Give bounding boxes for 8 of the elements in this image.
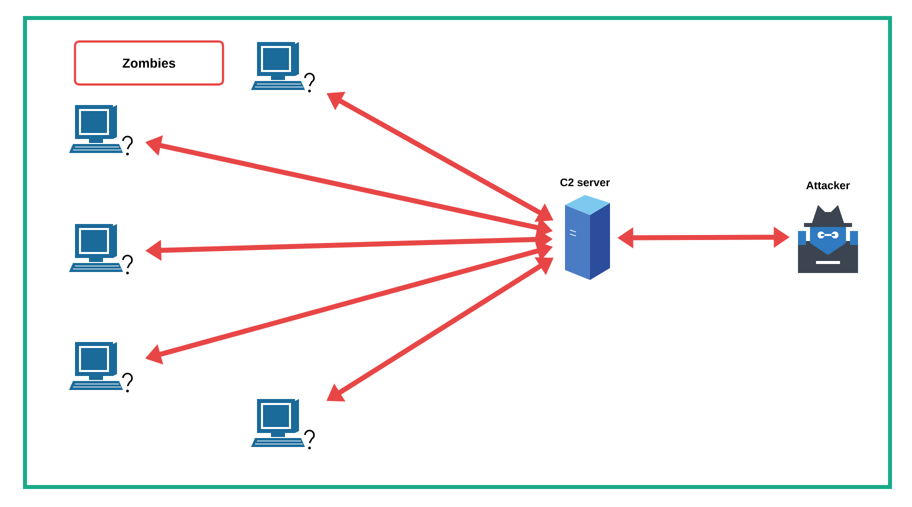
- computer-icon: [251, 399, 315, 450]
- computer-icon: [251, 42, 315, 92]
- node-label: Attacker: [806, 181, 850, 190]
- node-label: C2 server: [560, 178, 610, 186]
- computer-icon: [69, 105, 133, 156]
- computer-icon: [69, 224, 133, 274]
- computer-icon: [69, 342, 133, 392]
- label-box: Zombies: [74, 40, 224, 86]
